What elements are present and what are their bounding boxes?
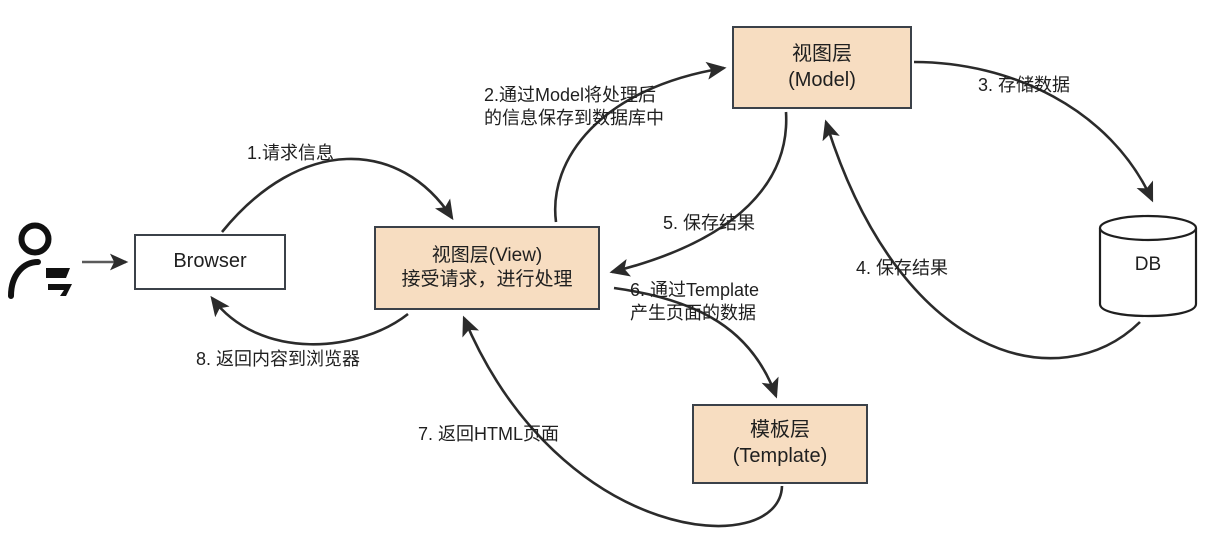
edge-label-8: 8. 返回内容到浏览器 bbox=[196, 348, 360, 371]
edge-4 bbox=[822, 119, 1141, 360]
edge-label-1-line1: 1.请求信息 bbox=[247, 143, 335, 163]
edge-label-3-line1: 3. 存储数据 bbox=[978, 75, 1071, 95]
edge-label-6: 6. 通过Template 产生页面的数据 bbox=[630, 279, 759, 324]
actor-person-icon bbox=[8, 222, 72, 299]
edge-label-3: 3. 存储数据 bbox=[978, 74, 1070, 97]
edge-3 bbox=[913, 60, 1154, 203]
node-model-label-line1: 视图层 bbox=[792, 42, 852, 65]
edge-label-1: 1.请求信息 bbox=[247, 142, 334, 165]
node-model-label-line2: (Model) bbox=[788, 68, 856, 91]
edge-label-4-line1: 4. 保存结果 bbox=[856, 258, 949, 278]
edge-label-7: 7. 返回HTML页面 bbox=[418, 423, 559, 446]
edge-5 bbox=[609, 111, 788, 277]
edge-6 bbox=[613, 286, 779, 399]
node-browser-label: Browser bbox=[173, 250, 247, 273]
node-model[interactable]: 视图层 (Model) bbox=[732, 26, 912, 109]
edge-label-2-line1: 2.通过Model将处理后 bbox=[484, 85, 657, 105]
node-browser[interactable]: Browser bbox=[134, 234, 286, 290]
edge-label-5-line1: 5. 保存结果 bbox=[663, 213, 756, 233]
node-template[interactable]: 模板层 (Template) bbox=[692, 404, 868, 484]
edge-label-2: 2.通过Model将处理后 的信息保存到数据库中 bbox=[484, 84, 664, 129]
edge-label-8-line1: 8. 返回内容到浏览器 bbox=[196, 349, 361, 369]
edge-label-5: 5. 保存结果 bbox=[663, 212, 755, 235]
node-view-label-line2: 接受请求，进行处理 bbox=[401, 269, 573, 290]
edge-8 bbox=[210, 295, 409, 346]
database-cylinder-icon bbox=[1098, 214, 1198, 318]
edge-label-7-line1: 7. 返回HTML页面 bbox=[418, 424, 560, 444]
edge-label-4: 4. 保存结果 bbox=[856, 257, 948, 280]
edge-label-6-line2: 产生页面的数据 bbox=[630, 302, 756, 323]
edge-7 bbox=[462, 315, 784, 528]
edge-label-2-line2: 的信息保存到数据库中 bbox=[484, 107, 664, 128]
node-template-label-line1: 模板层 bbox=[750, 419, 810, 442]
edge-label-6-line1: 6. 通过Template bbox=[630, 280, 760, 300]
edge-2 bbox=[553, 61, 727, 223]
node-view[interactable]: 视图层(View) 接受请求，进行处理 bbox=[374, 226, 600, 310]
node-view-label-line1: 视图层(View) bbox=[431, 244, 543, 266]
node-template-label-line2: (Template) bbox=[732, 445, 828, 467]
node-database-cylinder[interactable]: DB bbox=[1098, 214, 1198, 318]
edge-1 bbox=[220, 157, 454, 233]
node-database-label: DB bbox=[1134, 254, 1162, 275]
